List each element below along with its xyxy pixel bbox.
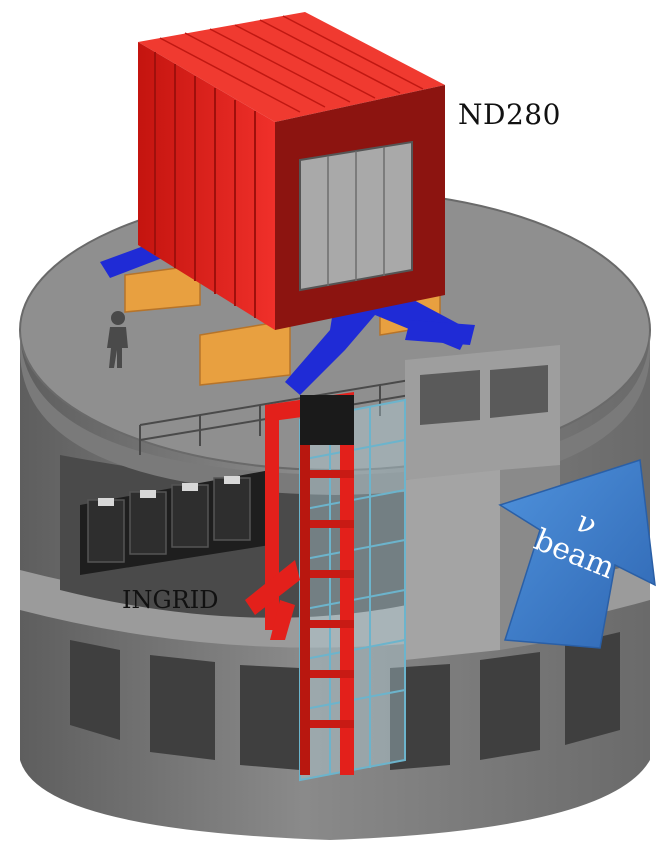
ingrid-label: INGRID: [122, 586, 219, 614]
person-figure: [107, 311, 128, 368]
nd280-label: ND280: [458, 98, 561, 131]
ingrid-horizontal-modules: [80, 470, 270, 575]
beam-arrow: [498, 459, 656, 649]
concrete-shaft: [405, 345, 560, 660]
ingrid-vertical-tower: [245, 392, 354, 775]
nd280-magnet: [138, 12, 445, 330]
